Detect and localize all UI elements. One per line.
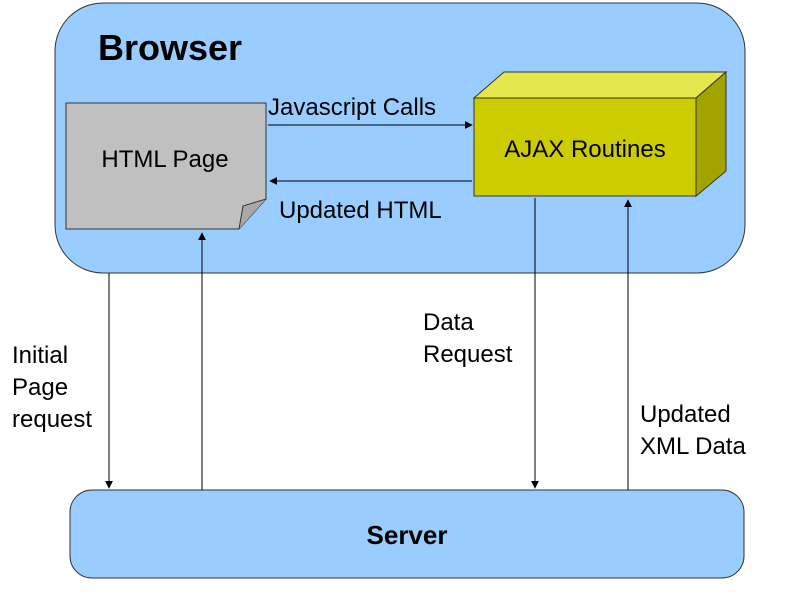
ajax-routines-node: AJAX Routines: [472, 70, 728, 198]
cube-top-face: [472, 71, 728, 99]
updated-xml-line-2: XML Data: [640, 433, 746, 460]
javascript-calls-label: Javascript Calls: [268, 94, 436, 121]
server-container: [69, 489, 745, 579]
initial-request-line-1: Initial: [12, 342, 68, 369]
initial-request-label: Initial Page request: [12, 342, 92, 433]
ajax-routines-label: AJAX Routines: [504, 136, 665, 163]
cube-icon: [473, 97, 697, 197]
data-request-line-1: Data: [423, 309, 474, 336]
browser-title: Browser: [98, 27, 242, 68]
data-request-label: Data Request: [423, 309, 513, 368]
initial-request-line-3: request: [12, 406, 92, 433]
server-label: Server: [367, 520, 448, 550]
updated-html-label: Updated HTML: [279, 197, 442, 224]
updated-xml-label: Updated XML Data: [640, 401, 746, 460]
document-fold: [238, 198, 267, 230]
data-request-line-2: Request: [423, 341, 513, 368]
html-page-label: HTML Page: [101, 146, 228, 173]
html-page-node: HTML Page: [65, 102, 267, 230]
updated-xml-line-1: Updated: [640, 401, 731, 428]
initial-request-line-2: Page: [12, 374, 68, 401]
